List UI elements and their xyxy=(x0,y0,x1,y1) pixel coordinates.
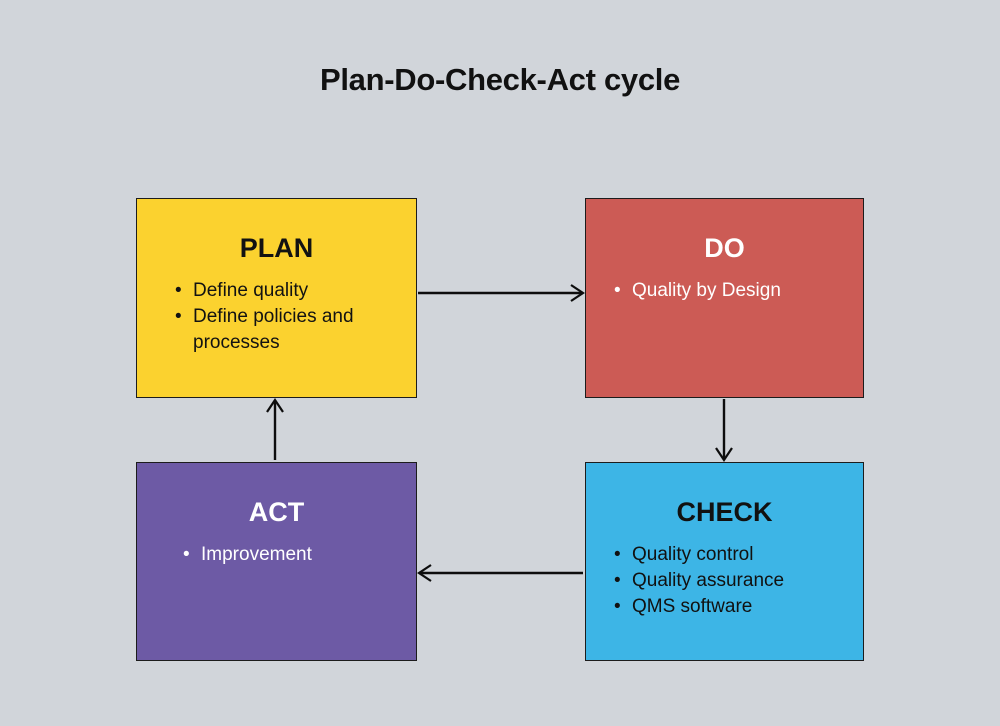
node-act-title: ACT xyxy=(248,497,305,527)
bullet-icon: • xyxy=(614,569,621,591)
node-check[interactable]: CHECK • Quality control • Quality assuranc… xyxy=(585,462,864,661)
list-item-label: Improvement xyxy=(201,543,312,565)
node-do[interactable]: DO • Quality by Design xyxy=(585,198,864,398)
node-act[interactable]: ACT • Improvement xyxy=(136,462,417,661)
bullet-icon: • xyxy=(614,543,621,565)
node-plan-title: PLAN xyxy=(239,233,314,263)
page-title: Plan-Do-Check-Act cycle xyxy=(319,62,681,97)
bullet-icon: • xyxy=(183,543,190,565)
list-item-label: Quality assurance xyxy=(632,569,785,591)
node-plan-list: • Define quality • Define policies and pro… xyxy=(137,278,416,356)
list-item-label: Define quality xyxy=(193,279,309,301)
node-do-list: • Quality by Design xyxy=(586,278,863,304)
bullet-icon: • xyxy=(614,595,621,617)
list-item: • Define quality xyxy=(175,278,402,304)
arrow-plan-to-do xyxy=(418,284,585,302)
node-check-list: • Quality control • Quality assurance • QMS… xyxy=(586,542,863,620)
bullet-icon: • xyxy=(614,279,621,301)
list-item-label: Define policies and processes xyxy=(193,305,354,353)
list-item: • Quality assurance xyxy=(614,568,849,594)
arrow-check-to-act xyxy=(417,564,583,582)
bullet-icon: • xyxy=(175,305,182,327)
node-check-title: CHECK xyxy=(676,497,773,527)
arrow-act-to-plan xyxy=(266,398,284,460)
list-item: • Improvement xyxy=(183,542,402,568)
arrow-do-to-check xyxy=(715,399,733,462)
bullet-icon: • xyxy=(175,279,182,301)
list-item: • Define policies and processes xyxy=(175,304,402,356)
list-item: • Quality control xyxy=(614,542,849,568)
node-do-title: DO xyxy=(704,233,745,263)
list-item: • QMS software xyxy=(614,594,849,620)
node-plan[interactable]: PLAN • Define quality • Define policies an… xyxy=(136,198,417,398)
list-item-label: Quality by Design xyxy=(632,279,781,301)
list-item-label: QMS software xyxy=(632,595,753,617)
node-act-list: • Improvement xyxy=(137,542,416,568)
list-item: • Quality by Design xyxy=(614,278,849,304)
list-item-label: Quality control xyxy=(632,543,754,565)
